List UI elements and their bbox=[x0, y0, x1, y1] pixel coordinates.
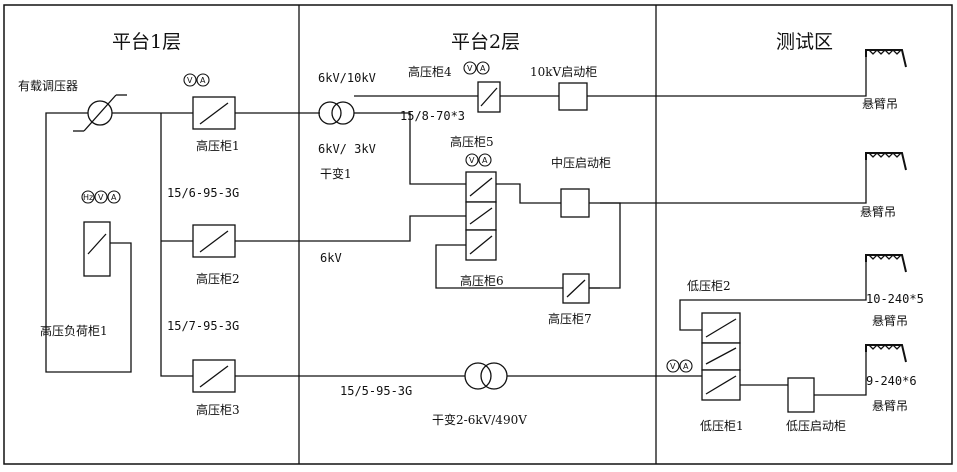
cantilever-4-label: 悬臂吊 bbox=[872, 399, 908, 413]
lv-cabinet-1a bbox=[702, 343, 740, 370]
cantilever-crane-4 bbox=[866, 345, 906, 362]
lv-cabinet-2 bbox=[702, 313, 740, 343]
cantilever-2-label: 悬臂吊 bbox=[860, 205, 896, 219]
meter-hv4: V A bbox=[464, 62, 489, 74]
section-title-test-area: 测试区 bbox=[776, 31, 833, 53]
voltage-6-3kv-label: 6kV/ 3kV bbox=[318, 142, 376, 156]
cantilever-crane-2 bbox=[866, 153, 906, 170]
hv2-label: 高压柜2 bbox=[196, 271, 240, 286]
section-title-platform2: 平台2层 bbox=[451, 31, 520, 53]
transformer-dry-2 bbox=[465, 363, 507, 389]
lv-start-cabinet bbox=[788, 378, 814, 412]
svg-text:A: A bbox=[482, 156, 488, 165]
svg-text:Hz: Hz bbox=[83, 193, 93, 202]
meter-hv-load: Hz V A bbox=[82, 191, 120, 203]
hv-cabinet-6 bbox=[466, 230, 496, 260]
hv-cabinet-4 bbox=[478, 82, 500, 112]
cable-15-5-label: 15/5-95-3G bbox=[340, 384, 412, 398]
svg-text:V: V bbox=[467, 64, 473, 73]
lv2-label: 低压柜2 bbox=[687, 279, 731, 293]
svg-text:V: V bbox=[98, 193, 104, 202]
svg-text:A: A bbox=[683, 362, 689, 371]
wire-start10-crane1 bbox=[587, 57, 866, 96]
lv1-label: 低压柜1 bbox=[700, 419, 744, 433]
hv-load1-label: 高压负荷柜1 bbox=[40, 323, 108, 338]
cantilever-3-label: 悬臂吊 bbox=[872, 314, 908, 328]
hv1-label: 高压柜1 bbox=[196, 138, 240, 153]
cantilever-crane-1 bbox=[866, 50, 906, 67]
hv6-label: 高压柜6 bbox=[460, 273, 504, 288]
lv-cabinet-1 bbox=[702, 370, 740, 400]
cable-9-240-label: 9-240*6 bbox=[866, 374, 917, 388]
svg-text:V: V bbox=[670, 362, 676, 371]
wire-bus-platform1 bbox=[161, 113, 193, 376]
hv3-label: 高压柜3 bbox=[196, 402, 240, 417]
hv-cabinet-1 bbox=[193, 97, 235, 129]
start-cabinet-mv bbox=[561, 189, 589, 217]
svg-text:A: A bbox=[111, 193, 117, 202]
hv4-label: 高压柜4 bbox=[408, 64, 452, 79]
cantilever-crane-3 bbox=[866, 255, 906, 272]
hv-cabinet-7 bbox=[563, 274, 589, 303]
cantilever-1-label: 悬臂吊 bbox=[862, 97, 898, 111]
wire-hv2-platform2 bbox=[235, 216, 466, 241]
start-mv-label: 中压启动柜 bbox=[551, 155, 611, 170]
cable-15-8-label: 15/8-70*3 bbox=[400, 109, 465, 123]
wire-mvstart-crane2 bbox=[589, 160, 866, 203]
meter-lv: V A bbox=[667, 360, 692, 372]
start-10kv-label: 10kV启动柜 bbox=[530, 65, 597, 79]
svg-text:V: V bbox=[187, 76, 193, 85]
hv-cabinet-5b bbox=[466, 202, 496, 230]
wire-lvstart-crane4 bbox=[814, 352, 866, 395]
svg-text:A: A bbox=[480, 64, 486, 73]
cable-15-7-label: 15/7-95-3G bbox=[167, 319, 239, 333]
voltage-6-10kv-label: 6kV/10kV bbox=[318, 71, 376, 85]
hv-cabinet-2 bbox=[193, 225, 235, 257]
transformer-6-10kv bbox=[319, 102, 354, 124]
hv-load-cabinet-1 bbox=[84, 222, 110, 276]
lv-start-label: 低压启动柜 bbox=[786, 419, 846, 433]
hv5-label: 高压柜5 bbox=[450, 134, 494, 149]
meter-hv5: V A bbox=[466, 154, 491, 166]
onload-regulator-label: 有载调压器 bbox=[18, 79, 78, 93]
dry-transformer-1-label: 干变1 bbox=[320, 166, 352, 181]
meter-hv1: V A bbox=[184, 74, 209, 86]
dry-transformer-2-label: 干变2-6kV/490V bbox=[432, 412, 527, 427]
start-cabinet-10kv bbox=[559, 83, 587, 110]
svg-text:V: V bbox=[469, 156, 475, 165]
section-title-platform1: 平台1层 bbox=[112, 31, 181, 53]
voltage-6kv-label: 6kV bbox=[320, 251, 342, 265]
hv-cabinet-5 bbox=[466, 172, 496, 202]
wire-mvstart-hv7 bbox=[589, 203, 620, 288]
hv7-label: 高压柜7 bbox=[548, 311, 592, 326]
hv-cabinet-3 bbox=[193, 360, 235, 392]
wire-hv5-mvstart bbox=[496, 184, 561, 203]
svg-text:A: A bbox=[200, 76, 206, 85]
cable-10-240-label: 10-240*5 bbox=[866, 292, 924, 306]
cable-15-6-label: 15/6-95-3G bbox=[167, 186, 239, 200]
